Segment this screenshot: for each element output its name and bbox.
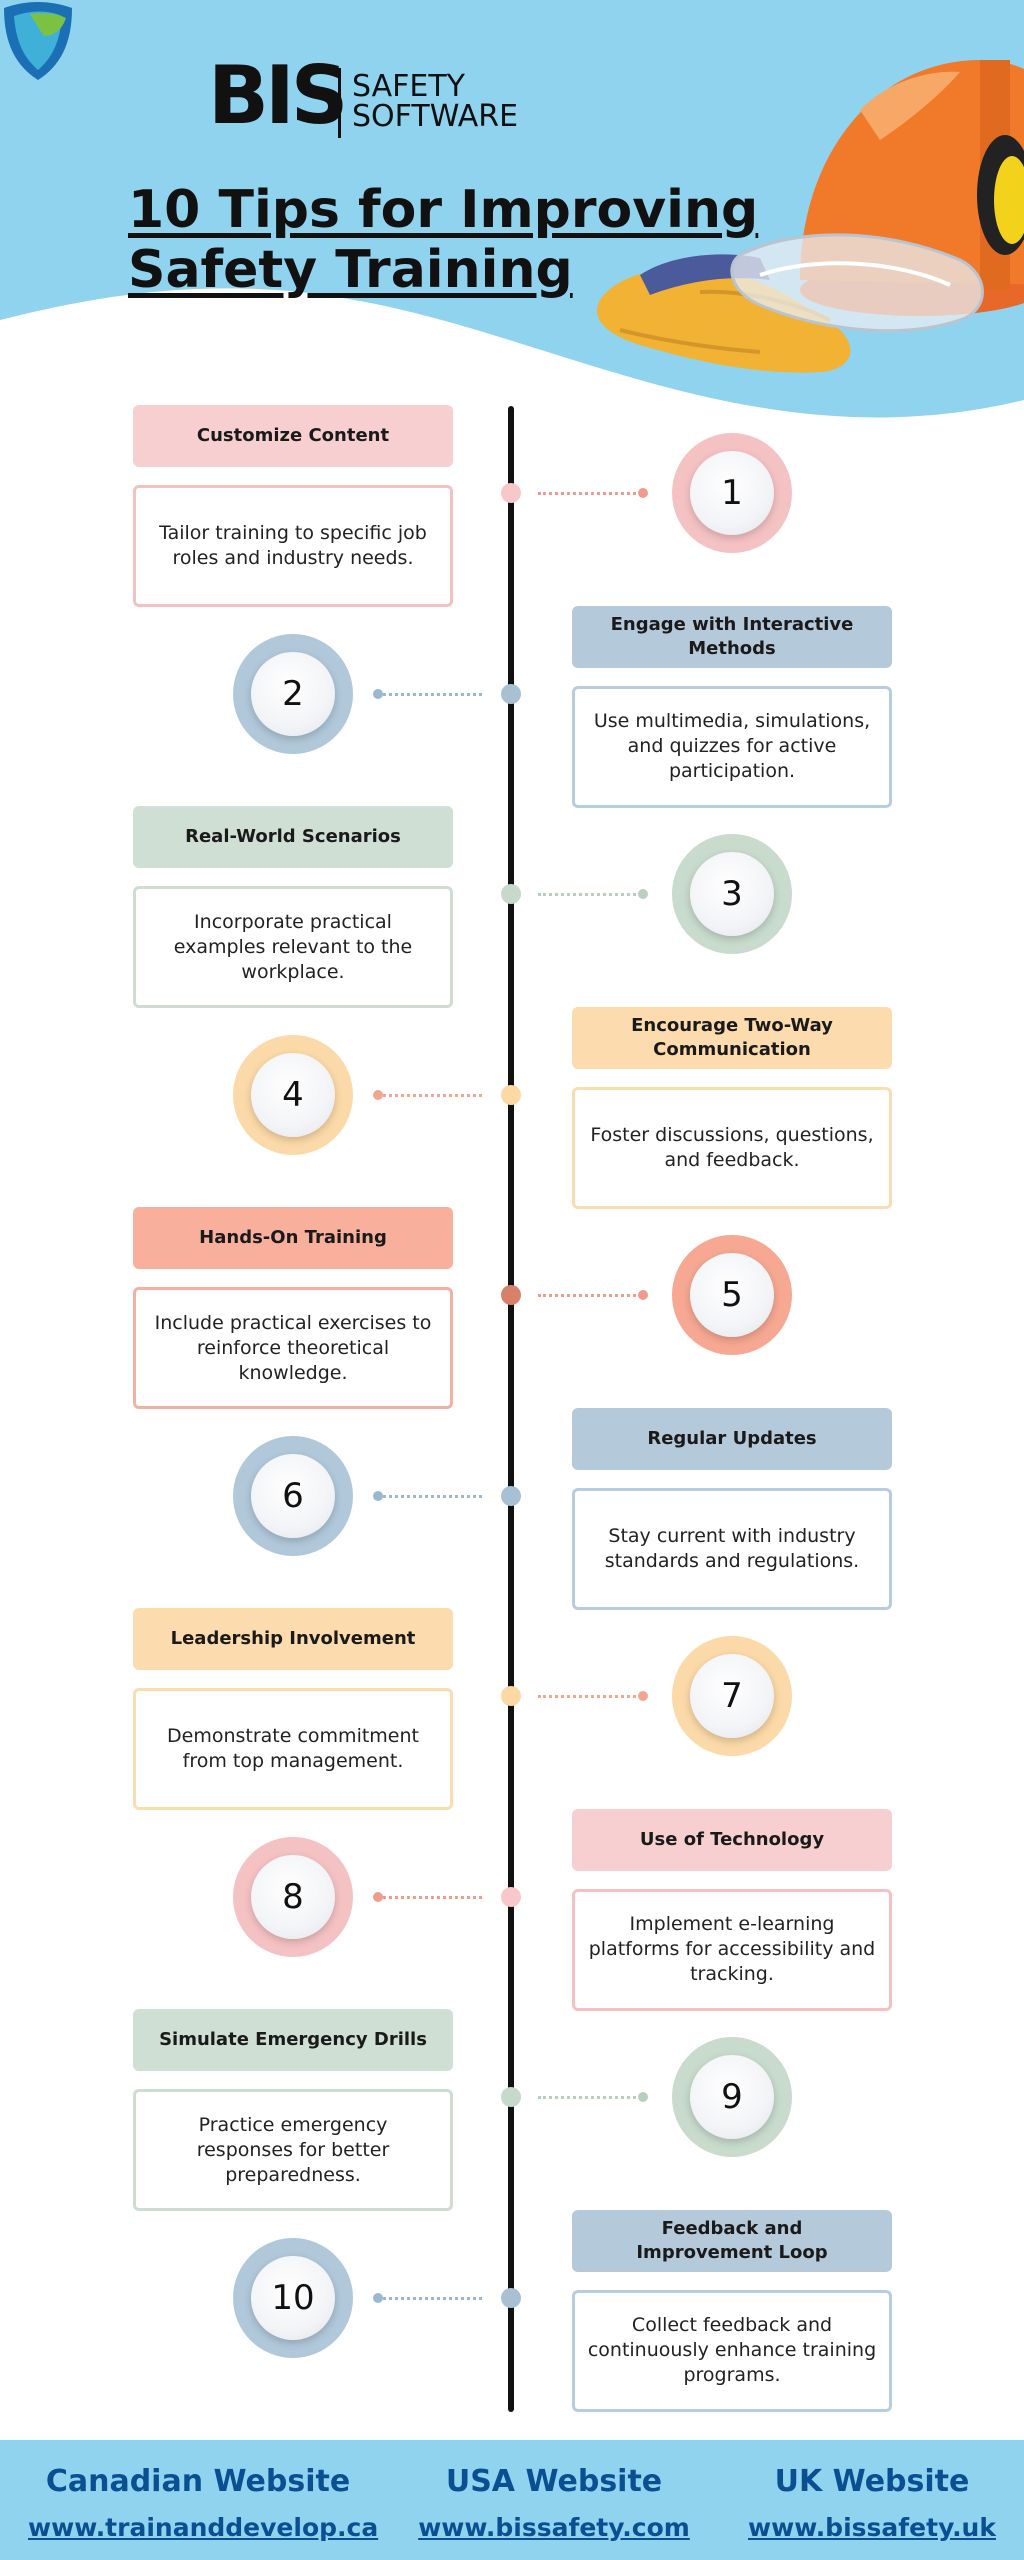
goggles-icon bbox=[730, 233, 984, 333]
tip-number-badge: 10 bbox=[233, 2237, 353, 2358]
connector-end-dot bbox=[638, 2092, 648, 2102]
tip-number-badge: 5 bbox=[672, 1235, 792, 1355]
tip-number-badge: 6 bbox=[233, 1435, 353, 1556]
tip-title: Use of Technology bbox=[572, 1808, 892, 1871]
timeline-dot bbox=[501, 1686, 521, 1706]
tip-title: Feedback and Improvement Loop bbox=[572, 2209, 892, 2272]
timeline-dot bbox=[501, 1084, 521, 1105]
footer-usa: USA Website www.bissafety.com bbox=[384, 2462, 724, 2546]
footer-uk: UK Website www.bissafety.uk bbox=[702, 2462, 1024, 2546]
tip-description: Foster discussions, questions, and feedb… bbox=[572, 1086, 892, 1209]
usa-website-link[interactable]: www.bissafety.com bbox=[418, 2513, 690, 2542]
tip-description: Collect feedback and continuously enhanc… bbox=[572, 2289, 892, 2412]
timeline-connector bbox=[378, 1895, 482, 1899]
tip-number: 9 bbox=[690, 2055, 774, 2139]
timeline-dot bbox=[501, 2087, 521, 2107]
timeline-dot bbox=[501, 1485, 521, 1506]
timeline-connector bbox=[538, 1294, 642, 1297]
tip-number-badge: 1 bbox=[672, 433, 792, 553]
tip-title: Customize Content bbox=[133, 405, 453, 467]
tip-description: Include practical exercises to reinforce… bbox=[133, 1287, 453, 1409]
logo-divider bbox=[338, 68, 341, 138]
tip-number-badge: 9 bbox=[672, 2037, 792, 2157]
footer bbox=[0, 2440, 1024, 2560]
brand-subtitle: SAFETY SOFTWARE bbox=[352, 72, 518, 132]
timeline-connector bbox=[538, 492, 642, 495]
connector-end-dot bbox=[638, 488, 648, 498]
tip-title: Real-World Scenarios bbox=[133, 806, 453, 868]
tip-description: Use multimedia, simulations, and quizzes… bbox=[572, 685, 892, 808]
shield-logo-icon bbox=[4, 2, 72, 80]
brand-name: BIS bbox=[208, 49, 348, 142]
tip-description: Implement e-learning platforms for acces… bbox=[572, 1888, 892, 2011]
tip-title: Hands-On Training bbox=[133, 1207, 453, 1269]
tip-number-badge: 8 bbox=[233, 1836, 353, 1957]
tip-number: 2 bbox=[251, 651, 335, 736]
tip-description: Stay current with industry standards and… bbox=[572, 1487, 892, 1610]
tip-number-badge: 3 bbox=[672, 834, 792, 954]
tip-number-badge: 7 bbox=[672, 1636, 792, 1756]
footer-canada: Canadian Website www.trainanddevelop.ca bbox=[28, 2462, 379, 2546]
tip-number: 5 bbox=[690, 1253, 774, 1337]
tip-number: 7 bbox=[690, 1654, 774, 1738]
timeline-dot bbox=[501, 483, 521, 503]
canada-website-link[interactable]: www.trainanddevelop.ca bbox=[28, 2513, 379, 2542]
header-background bbox=[0, 0, 1024, 418]
tip-title: Simulate Emergency Drills bbox=[133, 2009, 453, 2071]
connector-end-dot bbox=[638, 1290, 648, 1300]
tip-description: Incorporate practical examples relevant … bbox=[133, 886, 453, 1008]
timeline-line bbox=[508, 406, 514, 2412]
connector-end-dot bbox=[638, 1691, 648, 1701]
tip-title: Engage with Interactive Methods bbox=[572, 605, 892, 668]
tip-number: 4 bbox=[251, 1052, 335, 1137]
tip-number: 3 bbox=[690, 852, 774, 936]
ear-muff-icon bbox=[977, 135, 1024, 255]
tip-number-badge: 4 bbox=[233, 1034, 353, 1155]
header-banner: BIS SAFETY SOFTWARE 10 Tips for Improvin… bbox=[0, 0, 1024, 430]
tip-description: Demonstrate commitment from top manageme… bbox=[133, 1688, 453, 1810]
uk-website-label: UK Website bbox=[774, 2464, 970, 2499]
timeline-dot bbox=[501, 1285, 521, 1305]
tip-title: Encourage Two-Way Communication bbox=[572, 1006, 892, 1069]
brand-subtitle-line2: SOFTWARE bbox=[352, 99, 519, 134]
timeline-connector bbox=[538, 1695, 642, 1698]
tip-description: Tailor training to specific job roles an… bbox=[133, 485, 453, 607]
timeline-dot bbox=[501, 2287, 521, 2308]
brand-subtitle-line1: SAFETY bbox=[352, 69, 465, 104]
tip-number: 6 bbox=[251, 1453, 335, 1538]
uk-website-link[interactable]: www.bissafety.uk bbox=[748, 2513, 996, 2542]
connector-end-dot bbox=[373, 1490, 383, 1501]
tip-number-badge: 2 bbox=[233, 633, 353, 754]
tip-number: 10 bbox=[251, 2255, 335, 2340]
page-title-line2: Safety Training bbox=[128, 240, 573, 300]
tip-number: 8 bbox=[251, 1854, 335, 1939]
timeline-dot bbox=[501, 884, 521, 904]
timeline-connector bbox=[538, 2096, 642, 2099]
timeline-connector bbox=[378, 692, 482, 696]
timeline-dot bbox=[501, 1886, 521, 1907]
connector-end-dot bbox=[373, 1891, 383, 1902]
tip-description: Practice emergency responses for better … bbox=[133, 2089, 453, 2211]
connector-end-dot bbox=[638, 889, 648, 899]
timeline-connector bbox=[378, 1093, 482, 1097]
page-title-line1: 10 Tips for Improving bbox=[128, 180, 759, 240]
tip-title: Leadership Involvement bbox=[133, 1608, 453, 1670]
connector-end-dot bbox=[373, 688, 383, 699]
connector-end-dot bbox=[373, 1089, 383, 1100]
timeline-dot bbox=[501, 683, 521, 704]
timeline-connector bbox=[538, 893, 642, 896]
tip-number: 1 bbox=[690, 451, 774, 535]
timeline-connector bbox=[378, 1494, 482, 1498]
connector-end-dot bbox=[373, 2292, 383, 2303]
canada-website-label: Canadian Website bbox=[45, 2464, 351, 2499]
usa-website-label: USA Website bbox=[445, 2464, 663, 2499]
tip-title: Regular Updates bbox=[572, 1407, 892, 1470]
page-title: 10 Tips for Improving Safety Training bbox=[128, 180, 758, 300]
timeline-connector bbox=[378, 2296, 482, 2300]
